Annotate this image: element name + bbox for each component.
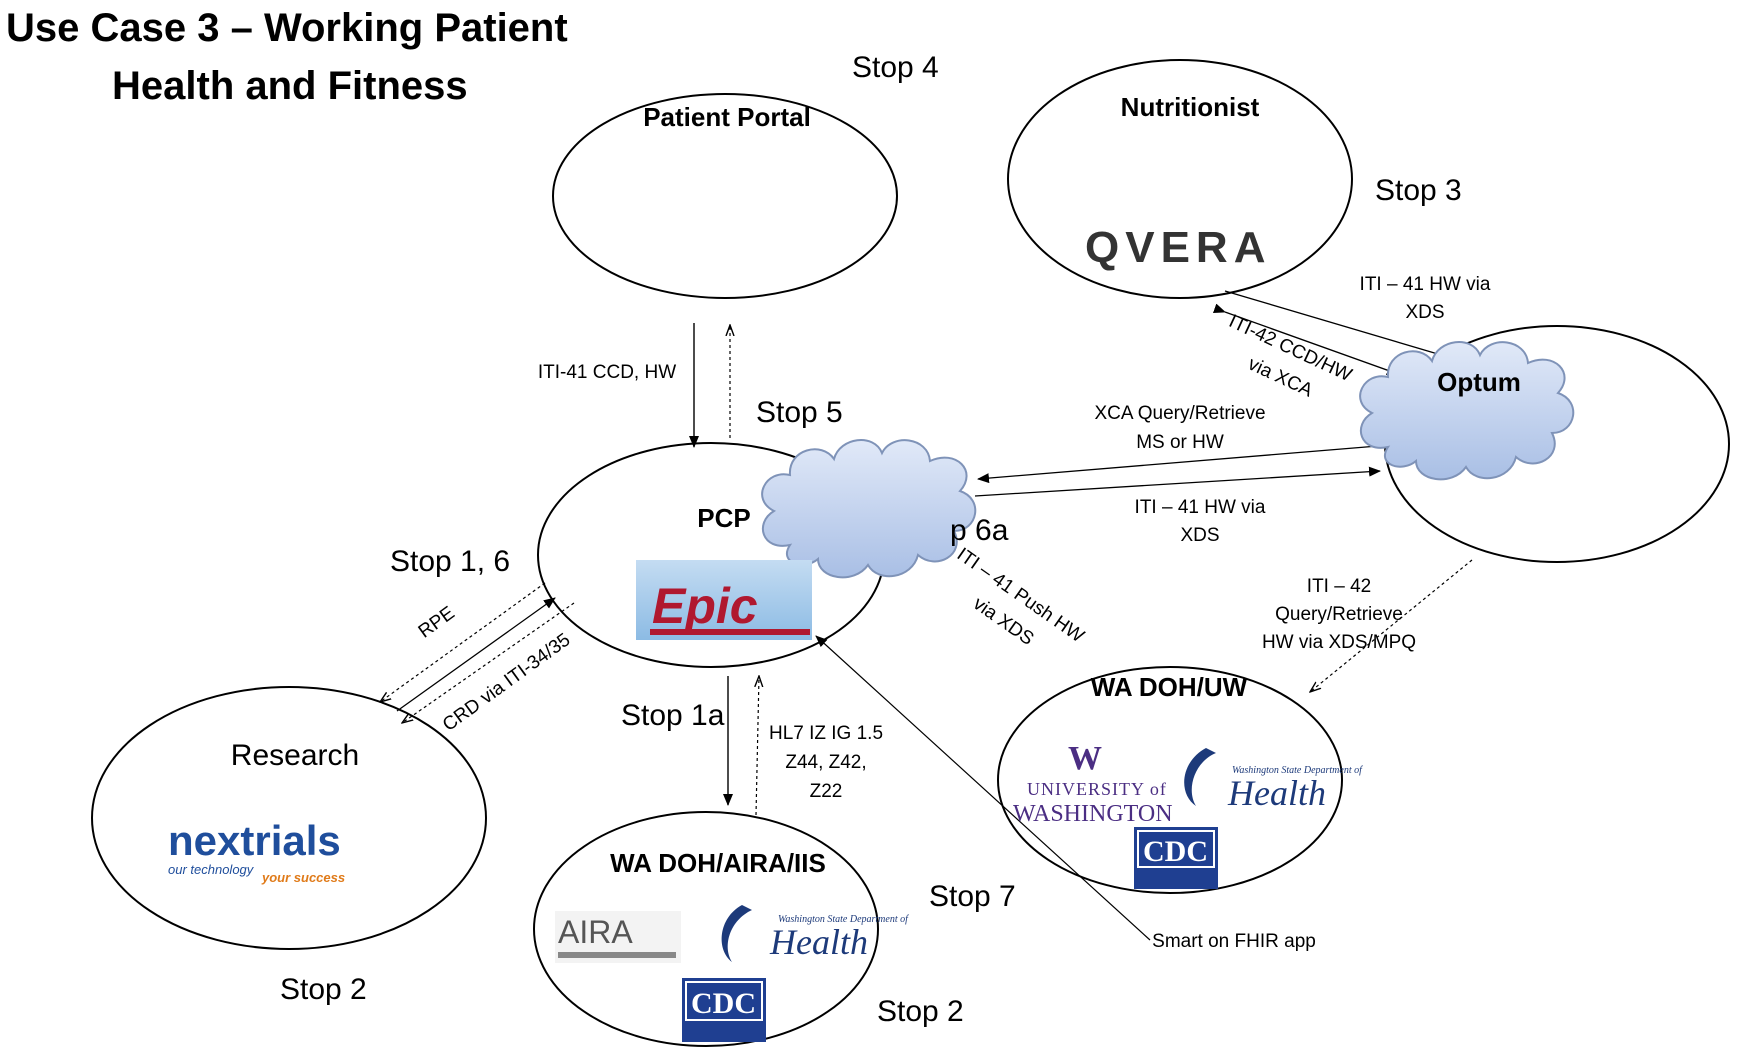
optum-label: Optum bbox=[1437, 367, 1521, 397]
nutritionist-label: Nutritionist bbox=[1120, 92, 1260, 122]
stop1a-label: Stop 1a bbox=[621, 699, 725, 732]
edge-pcp-to-research-dashed bbox=[380, 582, 546, 702]
edge-label-hl7-line1: HL7 IZ IG 1.5 bbox=[768, 723, 884, 744]
svg-text:Washington State Department of: Washington State Department of bbox=[778, 914, 909, 925]
svg-text:AIRA: AIRA bbox=[558, 914, 633, 950]
edge-label-iti41-mid-line1: ITI – 41 HW via bbox=[1134, 497, 1266, 518]
edge-nutritionist-optum-xca bbox=[1212, 303, 1399, 375]
uw-logo: W UNIVERSITY of WASHINGTON bbox=[1013, 740, 1173, 827]
wa-doh-aira-iis-label: WA DOH/AIRA/IIS bbox=[610, 848, 826, 878]
stop2-iis-label: Stop 2 bbox=[877, 995, 964, 1028]
stop1-6-label: Stop 1, 6 bbox=[390, 545, 511, 578]
stop7-label: Stop 7 bbox=[929, 880, 1016, 913]
svg-text:Health: Health bbox=[1227, 773, 1326, 813]
wa-doh-uw-node bbox=[997, 666, 1343, 894]
svg-text:Epic: Epic bbox=[652, 578, 758, 634]
edge-label-iti42-line1: ITI – 42 bbox=[1306, 576, 1372, 597]
patient-portal-node bbox=[552, 93, 898, 299]
edge-label-iti41-top-line2: XDS bbox=[1405, 302, 1445, 323]
wa-health-logo-uw: Washington State Department of Health bbox=[1184, 748, 1363, 813]
edge-optum-to-pcp-xca bbox=[977, 445, 1379, 484]
edge-label-hl7-line3: Z22 bbox=[809, 781, 843, 802]
stop2-research-label: Stop 2 bbox=[280, 973, 367, 1006]
patient-portal-label: Patient Portal bbox=[643, 102, 811, 132]
wa-health-logo-iis: Washington State Department of Health bbox=[721, 905, 909, 962]
edge-label-hl7-line2: Z44, Z42, bbox=[785, 752, 867, 773]
nextrials-logo: nextrials our technology your success bbox=[168, 817, 345, 885]
edge-optum-to-wadoh-uw-dashed bbox=[1310, 559, 1473, 692]
edge-pcp-to-optum-iti41 bbox=[974, 466, 1381, 497]
edge-label-iti41-top-line1: ITI – 41 HW via bbox=[1359, 274, 1491, 295]
edge-research-to-pcp bbox=[396, 597, 556, 712]
edge-label-xca-line2: MS or HW bbox=[1136, 432, 1224, 453]
edge-label-smart-on-fhir: Smart on FHIR app bbox=[1152, 931, 1316, 952]
pcp-label: PCP bbox=[697, 503, 751, 533]
svg-text:nextrials: nextrials bbox=[168, 817, 341, 864]
svg-text:Health: Health bbox=[769, 922, 868, 962]
wa-doh-aira-iis-node bbox=[533, 811, 879, 1047]
edge-pcp-to-research-crd-dashed bbox=[402, 602, 575, 723]
svg-text:UNIVERSITY of: UNIVERSITY of bbox=[1027, 779, 1167, 799]
stop3-label: Stop 3 bbox=[1375, 174, 1462, 207]
diagram-title-line2: Health and Fitness bbox=[112, 64, 468, 108]
svg-text:WASHINGTON: WASHINGTON bbox=[1013, 801, 1173, 827]
edge-label-iti41-ccd-hw: ITI-41 CCD, HW bbox=[537, 362, 677, 383]
aira-logo: AIRA bbox=[555, 911, 681, 963]
stop5-label: Stop 5 bbox=[756, 396, 843, 429]
svg-text:your success: your success bbox=[261, 870, 345, 885]
cdc-logo-uw: CDC bbox=[1134, 827, 1218, 889]
edge-label-iti42-line3: HW via XDS/MPQ bbox=[1261, 632, 1417, 653]
optum-cloud bbox=[1359, 341, 1575, 481]
wa-doh-uw-label: WA DOH/UW bbox=[1090, 672, 1248, 702]
svg-text:Washington State Department of: Washington State Department of bbox=[1232, 765, 1363, 776]
research-label: Research bbox=[230, 739, 360, 772]
epic-logo: Epic bbox=[636, 560, 812, 640]
edge-iis-to-pcp-dashed bbox=[756, 676, 759, 816]
cdc-logo-iis: CDC bbox=[682, 978, 766, 1042]
edge-smart-fhir-to-pcp bbox=[815, 635, 1151, 941]
svg-text:W: W bbox=[1068, 740, 1102, 777]
svg-text:CDC: CDC bbox=[691, 987, 756, 1020]
nutritionist-node bbox=[1007, 59, 1353, 299]
diagram-title-line1: Use Case 3 – Working Patient bbox=[6, 6, 568, 50]
research-node bbox=[91, 686, 487, 950]
svg-text:our technology: our technology bbox=[168, 862, 255, 877]
svg-text:CDC: CDC bbox=[1143, 835, 1208, 868]
stop6a-label: p 6a bbox=[950, 514, 1009, 547]
edge-label-xca-line1: XCA Query/Retrieve bbox=[1094, 403, 1266, 424]
edge-label-iti41-mid-line2: XDS bbox=[1180, 525, 1220, 546]
qvera-logo: QVERA bbox=[1085, 223, 1271, 272]
stop4-label: Stop 4 bbox=[852, 51, 939, 84]
pcp-cloud bbox=[761, 439, 977, 579]
edge-label-iti42-line2: Query/Retrieve bbox=[1275, 604, 1403, 625]
svg-text:QVERA: QVERA bbox=[1085, 223, 1271, 272]
